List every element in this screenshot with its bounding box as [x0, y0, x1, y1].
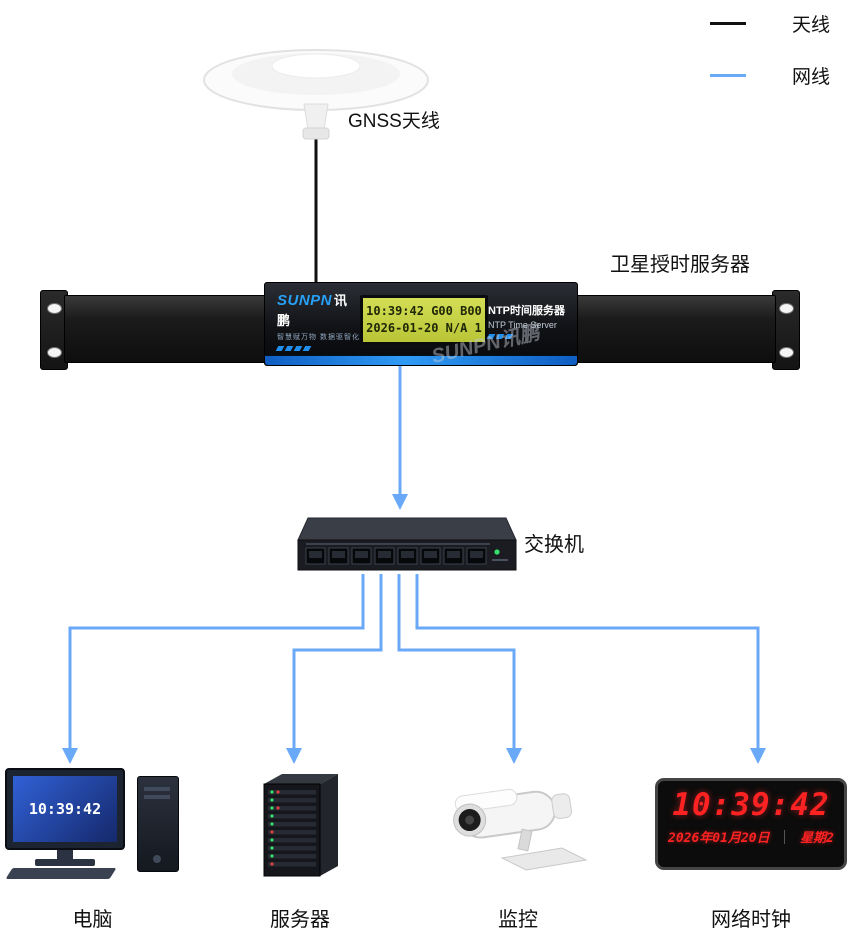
- brand-logo-cn: 讯鹏: [277, 292, 348, 328]
- network-clock-icon: 10:39:42 2026年01月20日 星期2: [655, 778, 847, 870]
- camera-icon: [453, 788, 588, 871]
- clock-date: 2026年01月20日: [668, 831, 770, 846]
- arrowhead-server: [286, 748, 302, 764]
- switch-icon: [297, 517, 517, 571]
- blue-accent-stripe: [265, 355, 577, 365]
- time-server-label: 卫星授时服务器: [610, 254, 750, 276]
- decor-slashes-icon: [486, 333, 565, 339]
- server-tower-icon: [263, 774, 338, 877]
- rack-ear-right: [772, 290, 800, 370]
- gnss-antenna-icon: [203, 49, 429, 140]
- lcd-line2: 2026-01-20 N/A 1: [366, 321, 482, 335]
- screw-hole: [47, 303, 62, 314]
- arrowhead-camera: [506, 748, 522, 764]
- computer-icon: 10:39:42: [5, 766, 183, 882]
- cable-switch-to-clock: [415, 574, 760, 750]
- legend-line-network: [710, 74, 746, 77]
- monitor-icon: 10:39:42: [5, 768, 125, 850]
- legend-item-antenna: 天线: [710, 10, 830, 37]
- panel-title-block: NTP时间服务器 NTP Time Server: [486, 302, 565, 339]
- lcd-line1: 10:39:42 G00 B00: [366, 303, 482, 318]
- arrowhead-clock: [750, 748, 766, 764]
- monitor-base: [35, 859, 95, 866]
- cable-switch-to-computer: [68, 574, 365, 750]
- arrowhead-computer: [62, 748, 78, 764]
- clock-bottom-row: 2026年01月20日 星期2: [658, 823, 844, 846]
- lcd-display: 10:39:42 G00 B00 2026-01-20 N/A 1: [359, 295, 488, 345]
- device-label-server: 服务器: [270, 909, 330, 931]
- computer-screen: 10:39:42: [13, 776, 117, 842]
- cable-switch-to-server: [292, 574, 383, 750]
- device-label-clock: 网络时钟: [711, 909, 791, 931]
- clock-time: 10:39:42: [672, 787, 830, 823]
- keyboard-icon: [5, 868, 117, 879]
- computer-screen-time: 10:39:42: [28, 800, 102, 818]
- cable-switch-to-camera: [397, 574, 516, 750]
- rack-ear-left: [40, 290, 68, 370]
- switch-label: 交换机: [524, 534, 584, 556]
- arrowhead-switch: [392, 494, 408, 510]
- device-label-camera: 监控: [498, 909, 538, 931]
- panel-title-cn: NTP时间服务器: [488, 304, 565, 317]
- brand-logo-en: SUNPN: [277, 291, 333, 309]
- screw-hole: [779, 347, 794, 358]
- monitor-stand: [57, 850, 73, 859]
- screw-hole: [47, 347, 62, 358]
- legend-line-antenna: [710, 22, 746, 25]
- pc-tower-icon: [137, 776, 179, 872]
- legend-label-network: 网线: [792, 67, 831, 88]
- gnss-antenna-label: GNSS天线: [348, 111, 440, 132]
- brand-tagline: 智慧赋万物 数据驱智化: [277, 333, 360, 341]
- device-label-computer: 电脑: [72, 909, 113, 931]
- panel-title-en: NTP Time Server: [488, 319, 557, 330]
- legend-item-network: 网线: [710, 62, 830, 89]
- clock-divider: [784, 829, 786, 844]
- decor-slashes-icon: [275, 345, 360, 351]
- clock-week: 星期2: [800, 831, 834, 846]
- legend-label-antenna: 天线: [792, 15, 831, 36]
- screw-hole: [779, 303, 794, 314]
